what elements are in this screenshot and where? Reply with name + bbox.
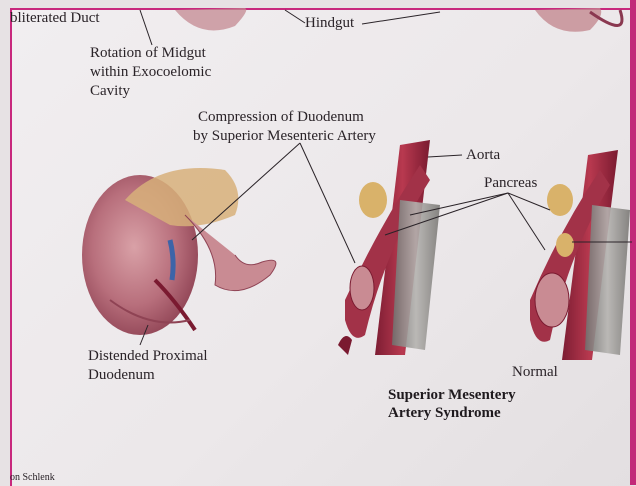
label-hindgut: Hindgut: [305, 15, 354, 32]
label-normal: Normal: [512, 364, 558, 381]
top-right-fragment: [535, 8, 622, 32]
label-rotation-line2: within Exocoelomic: [90, 64, 211, 81]
label-compression-line1: Compression of Duodenum: [198, 109, 364, 126]
label-compression-line2: by Superior Mesenteric Artery: [193, 128, 376, 145]
label-distended-line2: Duodenum: [88, 367, 155, 384]
label-rotation-line3: Cavity: [90, 83, 130, 100]
label-obliterated-duct: bliterated Duct: [10, 10, 100, 27]
label-distended-line1: Distended Proximal: [88, 348, 208, 365]
caption-line2: Artery Syndrome: [388, 404, 501, 422]
label-bottom-left: on Schlenk: [10, 472, 55, 484]
normal-section: [530, 150, 630, 360]
sma-syndrome-section: [338, 140, 440, 355]
label-aorta: Aorta: [466, 147, 500, 164]
caption-line1: Superior Mesentery: [388, 386, 516, 404]
label-rotation-line1: Rotation of Midgut: [90, 45, 206, 62]
label-pancreas: Pancreas: [484, 175, 537, 192]
duodenum-illustration: [82, 168, 276, 335]
top-left-fragment: [175, 8, 246, 30]
